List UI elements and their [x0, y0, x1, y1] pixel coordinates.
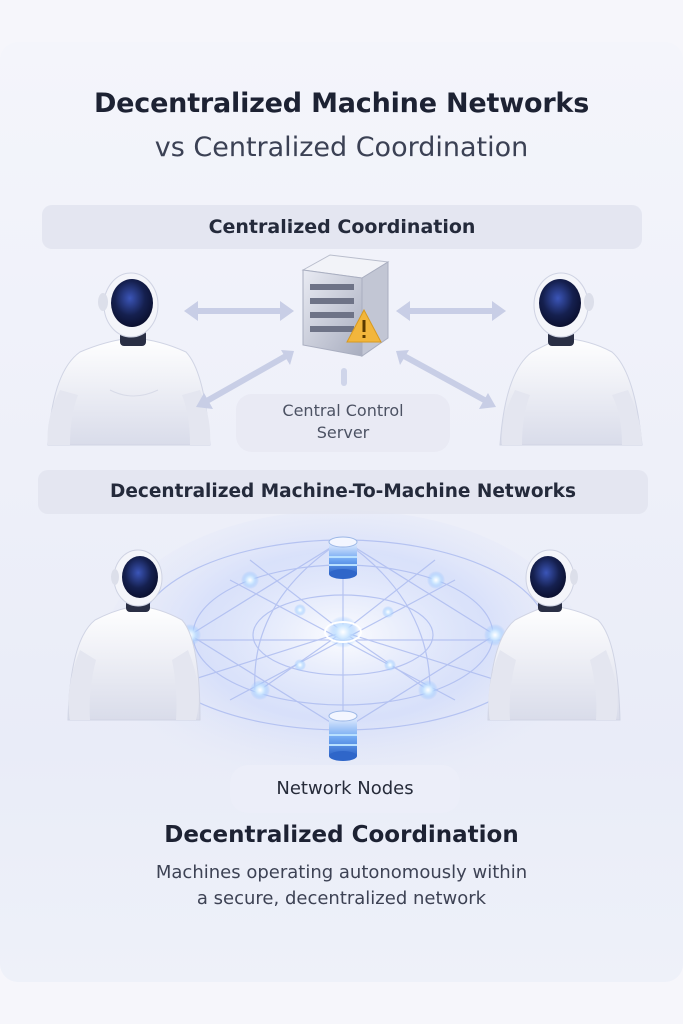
- description-line2: a secure, decentralized network: [0, 886, 683, 912]
- robot-right-top: [500, 273, 642, 445]
- decentralized-description: Machines operating autonomously within a…: [0, 860, 683, 912]
- centralized-section-label: Centralized Coordination: [42, 205, 642, 249]
- decentralized-section-label: Decentralized Machine-To-Machine Network…: [38, 470, 648, 514]
- network-node-bottom-icon: [329, 711, 357, 761]
- server-label-line2: Server: [236, 422, 450, 444]
- page-subtitle: vs Centralized Coordination: [0, 132, 683, 163]
- network-nodes-label: Network Nodes: [230, 765, 460, 813]
- description-line1: Machines operating autonomously within: [0, 860, 683, 886]
- server-stand: [341, 368, 347, 386]
- decentralized-title: Decentralized Coordination: [0, 822, 683, 848]
- server-label-line1: Central Control: [236, 400, 450, 422]
- page-title: Decentralized Machine Networks: [0, 88, 683, 119]
- server-label: Central Control Server: [236, 394, 450, 452]
- robot-left-top: [48, 273, 211, 445]
- network-node-top-icon: [329, 537, 357, 579]
